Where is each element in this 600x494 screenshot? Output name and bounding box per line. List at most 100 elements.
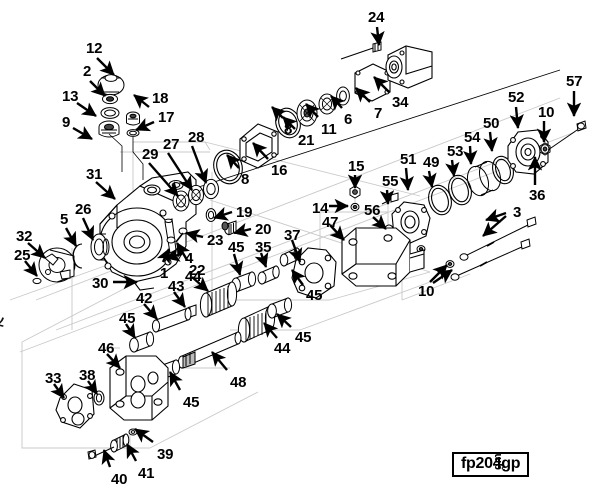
callout-arrow <box>22 260 38 277</box>
callout-arrow <box>50 382 65 399</box>
part-callout-11: 11 <box>321 121 337 138</box>
part-24-bolt <box>340 41 382 60</box>
callout-arrow <box>95 181 116 200</box>
callout-arrow <box>89 80 106 97</box>
part-callout-44: 44 <box>274 340 291 357</box>
part-callout-45: 45 <box>183 394 200 411</box>
part-2-washer <box>102 93 118 105</box>
callout-arrow <box>463 145 478 165</box>
part-48-shaft <box>177 331 242 369</box>
part-callout-8: 8 <box>284 121 293 138</box>
part-42-shaft <box>151 307 192 333</box>
part-callout-17: 17 <box>158 109 175 126</box>
callout-arrow <box>83 378 98 395</box>
part-callout-25: 25 <box>14 247 31 264</box>
part-callout-19: 19 <box>236 204 253 221</box>
part-callout-42: 42 <box>136 290 153 307</box>
figure-id-box: fp204gp <box>452 452 530 477</box>
part-32-end-cap <box>38 247 76 283</box>
part-callout-5: 5 <box>60 211 69 228</box>
part-41-fitting <box>110 433 130 453</box>
part-callout-54: 54 <box>464 129 481 146</box>
callout-arrow <box>233 222 252 237</box>
part-callout-36: 36 <box>529 187 546 204</box>
part-callout-53: 53 <box>447 143 464 160</box>
callout-arrow <box>445 159 460 177</box>
callout-arrow <box>485 208 507 223</box>
part-callout-24: 24 <box>368 9 385 26</box>
part-callout-45: 45 <box>228 239 245 256</box>
part-callout-6: 6 <box>344 111 353 128</box>
part-callout-26: 26 <box>75 201 92 218</box>
part-callout-37: 37 <box>284 227 301 244</box>
part-callout-32: 32 <box>16 228 33 245</box>
callout-arrow <box>379 189 395 205</box>
callout-arrow <box>371 214 387 230</box>
part-34-housing-cover <box>385 45 433 89</box>
callout-arrow <box>271 106 287 122</box>
part-callout-45: 45 <box>119 310 136 327</box>
part-15-nut <box>349 185 361 199</box>
callout-arrow <box>168 371 183 391</box>
callout-arrow <box>166 152 194 191</box>
part-6-seal <box>336 86 350 106</box>
part-callout-39: 39 <box>157 446 174 463</box>
part-28-bearing <box>203 178 219 200</box>
part-callout-47: 47 <box>322 214 339 231</box>
callout-arrow <box>252 142 269 160</box>
part-33-gasket <box>55 383 95 429</box>
part-callout-23: 23 <box>207 232 224 249</box>
callout-arrow <box>291 269 306 286</box>
part-callout-28: 28 <box>188 129 205 146</box>
part-44-gear-a <box>199 281 238 318</box>
part-3-bolt-upper <box>459 216 537 261</box>
part-10-washer-c <box>445 260 455 268</box>
part-18-fitting <box>126 111 140 126</box>
callout-arrow <box>191 276 209 292</box>
callout-arrow <box>72 126 93 141</box>
part-callout-41: 41 <box>138 465 155 482</box>
callout-arrow <box>80 217 95 241</box>
part-57-long-bolt <box>547 120 587 151</box>
part-callout-10: 10 <box>418 283 435 300</box>
callout-arrow <box>134 428 154 443</box>
part-13-oring <box>100 107 120 119</box>
part-callout-21: 21 <box>298 132 315 149</box>
part-23-screw <box>175 227 188 243</box>
part-callout-48: 48 <box>230 374 247 391</box>
part-callout-31: 31 <box>86 166 103 183</box>
callout-arrow <box>125 443 140 462</box>
part-callout-4: 4 <box>185 250 194 267</box>
part-callout-51: 51 <box>400 151 417 168</box>
part-45-bushing-c <box>267 297 293 319</box>
part-callout-16: 16 <box>271 162 288 179</box>
callout-arrow <box>370 26 385 46</box>
callout-arrow <box>213 206 233 221</box>
callout-arrow <box>254 251 269 268</box>
callout-arrow <box>263 322 279 339</box>
part-callout-33: 33 <box>45 370 62 387</box>
part-callout-56: 56 <box>364 202 381 219</box>
callout-arrow <box>276 313 292 329</box>
callout-arrow <box>432 269 453 284</box>
part-callout-45: 45 <box>295 329 312 346</box>
part-19-oring <box>205 208 217 222</box>
part-callout-1: 1 <box>160 265 169 282</box>
part-25-plug <box>32 277 42 285</box>
part-callout-34: 34 <box>392 94 409 111</box>
part-callout-12: 12 <box>86 40 103 57</box>
part-callout-27: 27 <box>163 136 180 153</box>
callout-arrow <box>148 162 179 197</box>
part-54-spacer <box>466 160 502 197</box>
part-callout-14: 14 <box>312 200 329 217</box>
part-callout-8: 8 <box>241 171 250 188</box>
part-callout-20: 20 <box>255 221 272 238</box>
part-callout-3: 3 <box>513 204 522 221</box>
callout-arrow <box>190 145 208 184</box>
callout-arrow <box>175 242 191 261</box>
callout-arrow <box>329 224 345 241</box>
callout-arrow <box>226 154 242 170</box>
callout-arrow <box>229 253 244 276</box>
part-callout-30: 30 <box>92 275 109 292</box>
callout-arrow <box>373 76 390 93</box>
